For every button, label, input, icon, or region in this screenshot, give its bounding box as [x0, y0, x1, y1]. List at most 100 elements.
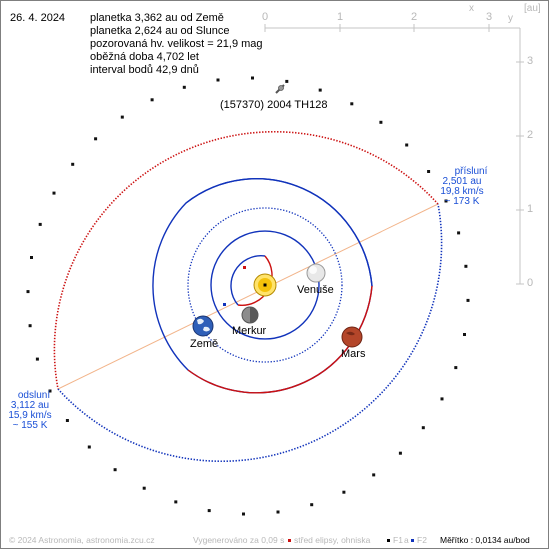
orbit-point [207, 509, 211, 513]
mars-orbit-above [187, 285, 373, 394]
perihelion-title: přísluní [454, 166, 488, 177]
y-tick-label: 3 [527, 55, 534, 67]
asteroid-label: (157370) 2004 TH128 [220, 99, 328, 111]
earth-icon [192, 315, 214, 337]
apsis-line [57, 203, 439, 390]
asteroid-orbit-points [26, 76, 470, 516]
orbit-point [318, 88, 322, 92]
orbit-point [444, 199, 448, 203]
orbit-point [342, 490, 346, 494]
x-tick-label: 2 [411, 11, 418, 23]
venus-icon [306, 263, 326, 283]
perihelion-distance: 2,501 au [442, 176, 482, 187]
asteroid-orbit [53, 130, 443, 463]
sun-icon [253, 273, 277, 297]
mercury-icon [241, 306, 259, 324]
orbit-point [28, 324, 32, 328]
orbit-point [52, 191, 56, 195]
asteroid-marker-icon [275, 84, 285, 94]
y-tick-label: 0 [527, 277, 534, 289]
info-point-interval: interval bodů 42,9 dnů [90, 64, 199, 76]
aphelion-title: odsluní [17, 390, 51, 401]
orbit-point [65, 419, 69, 422]
ellipse-center-marker [243, 266, 246, 269]
venus-orbit [210, 230, 320, 340]
orbit-point [421, 426, 425, 430]
info-magnitude: pozorovaná hv. velikost = 21,9 mag [90, 38, 263, 50]
orbit-point [26, 290, 30, 294]
axis-unit: [au] [524, 3, 541, 14]
earth-label: Země [190, 338, 219, 350]
date-label: 26. 4. 2024 [10, 12, 66, 24]
orbit-point [372, 473, 376, 477]
orbit-point [427, 170, 431, 173]
x-tick-label: 0 [262, 11, 269, 23]
y-tick-label: 2 [527, 129, 534, 141]
y-axis-letter: y [508, 13, 513, 24]
copyright-link[interactable]: © 2024 Astronomia, astronomia.zcu.cz [9, 535, 155, 545]
orbit-point [379, 120, 383, 124]
orbit-point [398, 451, 402, 455]
center-legend-marker [288, 539, 291, 542]
perihelion-temperature: ~ 173 K [444, 196, 480, 207]
f1-legend-marker [387, 539, 390, 542]
orbit-point [457, 231, 461, 235]
generation-time: Vygenerováno za 0,09 s [193, 535, 285, 545]
footer-bar: © 2024 Astronomia, astronomia.zcu.cz Vyg… [0, 534, 550, 548]
info-period: oběžná doba 4,702 let [90, 51, 199, 63]
x-tick-label: 1 [337, 11, 344, 23]
perihelion-speed: 19,8 km/s [440, 186, 484, 197]
orbit-point [87, 445, 91, 449]
focus-f2-marker [223, 303, 226, 306]
orbit-point [466, 298, 470, 302]
axes [264, 24, 524, 285]
y-tick-label: 1 [527, 203, 534, 215]
f2-legend-marker [411, 539, 414, 542]
venus-orbit-below [210, 230, 320, 286]
orbit-point [30, 256, 33, 259]
center-foci-legend: střed elipsy, ohniska [294, 535, 371, 545]
orbit-point [454, 366, 458, 370]
orbit-point [251, 76, 254, 80]
orbit-point [142, 486, 146, 490]
asteroid-orbit-above [53, 130, 439, 390]
orbit-point [464, 264, 468, 268]
orbit-point [405, 143, 409, 147]
orbit-point [150, 98, 154, 102]
and-label: a [404, 535, 409, 545]
aphelion-speed: 15,9 km/s [8, 410, 52, 421]
orbit-point [440, 397, 444, 401]
mars-label: Mars [341, 348, 366, 360]
venus-label: Venuše [297, 284, 334, 296]
orbit-point [94, 137, 98, 141]
mercury-label: Merkur [232, 325, 267, 337]
f1-legend-label: F1 [393, 535, 403, 545]
info-earth-distance: planetka 3,362 au od Země [90, 12, 224, 24]
orbit-point [276, 510, 280, 514]
aphelion-distance: 3,112 au [10, 400, 50, 411]
asteroid-orbit-below [57, 203, 443, 463]
orbit-point [71, 162, 75, 166]
venus-orbit-segment [210, 284, 320, 340]
mars-orbit-segment [185, 178, 373, 287]
scale-label: Měřítko : 0,0134 au/bod [440, 535, 530, 545]
aphelion-temperature: ~ 155 K [12, 420, 48, 431]
orbit-point [350, 102, 354, 106]
f2-legend-label: F2 [417, 535, 427, 545]
orbit-point [113, 468, 117, 472]
earth-orbit [187, 207, 343, 363]
orbit-point [242, 512, 245, 516]
x-axis-letter: x [469, 3, 474, 14]
mercury-orbit-below [230, 255, 266, 306]
orbit-point [285, 79, 289, 83]
mars-icon [341, 326, 363, 348]
orbit-point [35, 357, 39, 361]
orbit-point [216, 78, 220, 82]
info-sun-distance: planetka 2,624 au od Slunce [90, 25, 230, 37]
orbit-point [182, 85, 186, 89]
orbit-point [174, 500, 178, 504]
orbit-point [120, 115, 124, 119]
